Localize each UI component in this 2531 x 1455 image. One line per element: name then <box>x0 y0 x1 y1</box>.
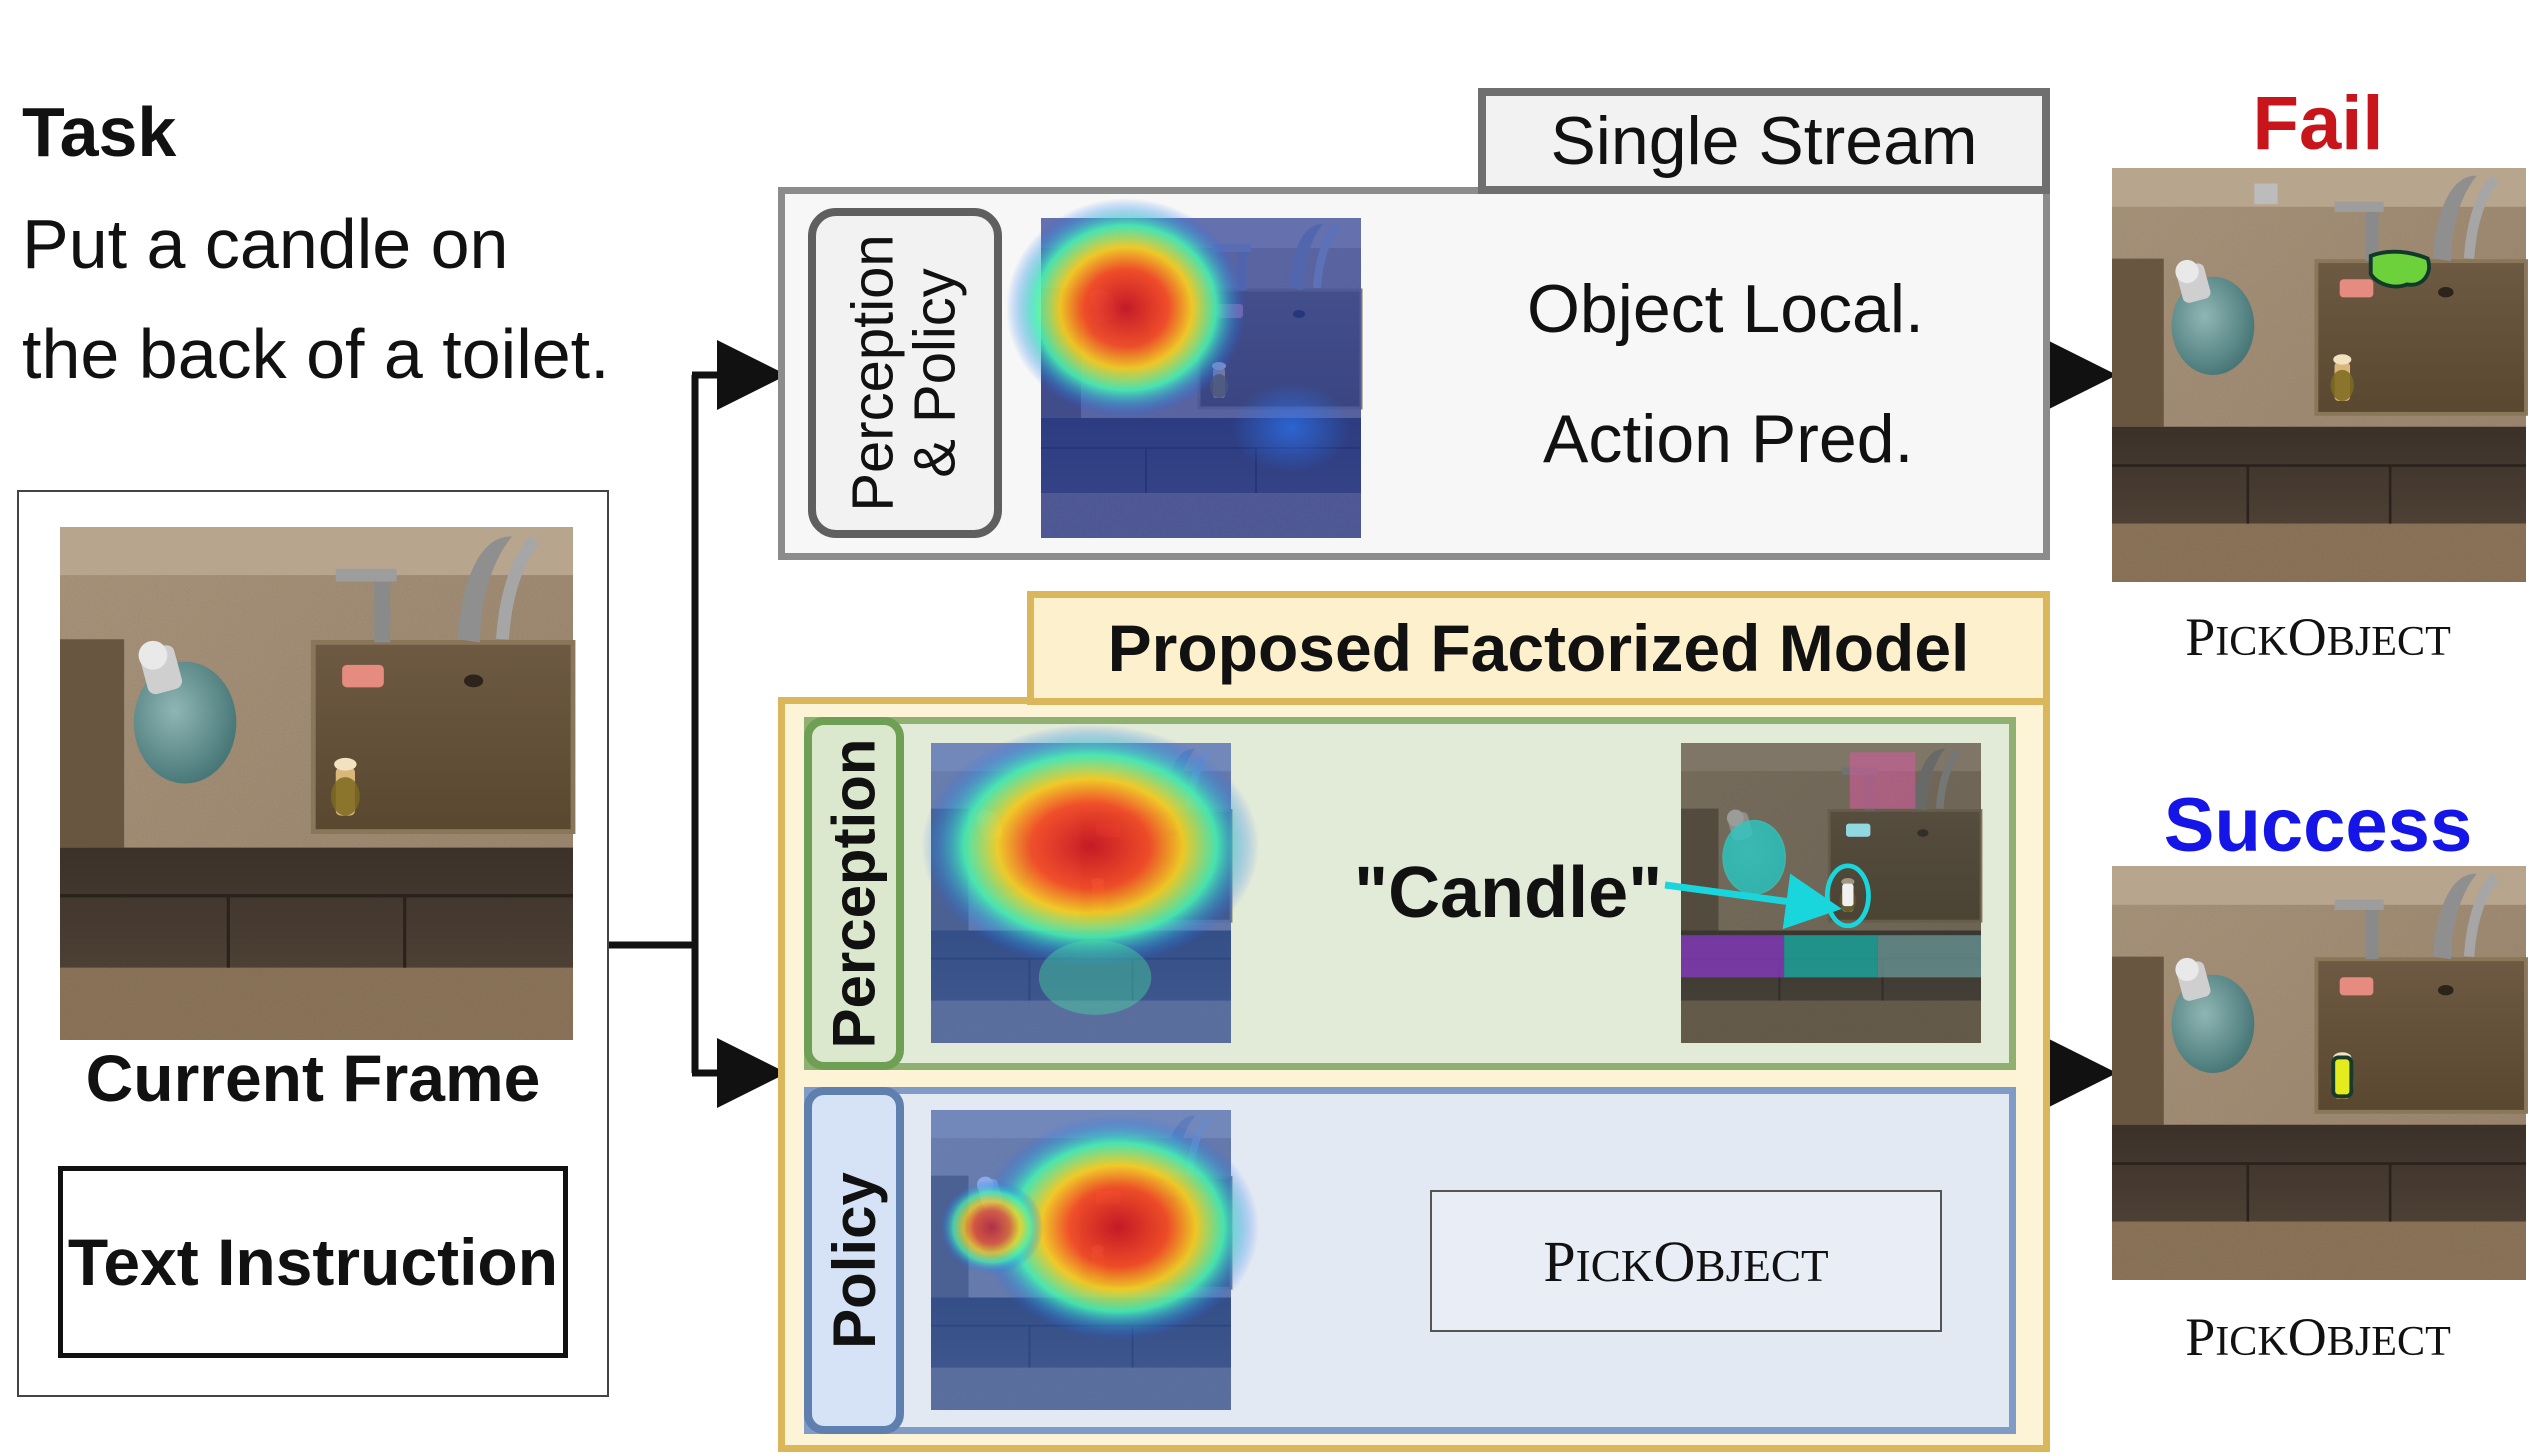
single-stream-module-tab: Perception & Policy <box>808 208 1002 538</box>
single-stream-output-action-prediction: Action Pred. <box>1543 401 1914 477</box>
perception-attention-map <box>921 724 1260 1043</box>
text-instruction-label: Text Instruction <box>67 1225 559 1299</box>
task-instruction-line-2: the back of a toilet. <box>22 315 610 393</box>
perception-output-candle: "Candle" <box>1354 853 1663 933</box>
task-instruction-line-1: Put a candle on <box>22 205 509 283</box>
fail-label: Fail <box>2252 81 2384 166</box>
policy-output-action: PICKOBJECT <box>1543 1228 1829 1294</box>
policy-tab: Policy <box>804 1087 904 1434</box>
single-stream-output-object-localization: Object Local. <box>1527 271 1924 347</box>
success-action: PICKOBJECT <box>2185 1307 2451 1367</box>
single-stream-title: Single Stream <box>1550 103 1978 179</box>
policy-label: Policy <box>820 1172 888 1349</box>
current-frame-label: Current Frame <box>85 1041 541 1115</box>
single-stream-title-box: Single Stream <box>1478 88 2050 194</box>
success-label: Success <box>2163 783 2473 868</box>
fail-action: PICKOBJECT <box>2185 607 2451 667</box>
task-heading: Task <box>22 93 177 171</box>
text-instruction-box: Text Instruction <box>58 1166 568 1358</box>
policy-output-box: PICKOBJECT <box>1430 1190 1942 1332</box>
fail-result-image <box>2112 168 2526 582</box>
policy-attention-map <box>930 1110 1260 1410</box>
factorized-model-title-box: Proposed Factorized Model <box>1027 591 2050 705</box>
success-result-image <box>2112 866 2526 1280</box>
single-stream-attention-map <box>1006 198 1362 538</box>
factorized-model-title: Proposed Factorized Model <box>1107 611 1970 685</box>
perception-tab: Perception <box>804 717 904 1070</box>
